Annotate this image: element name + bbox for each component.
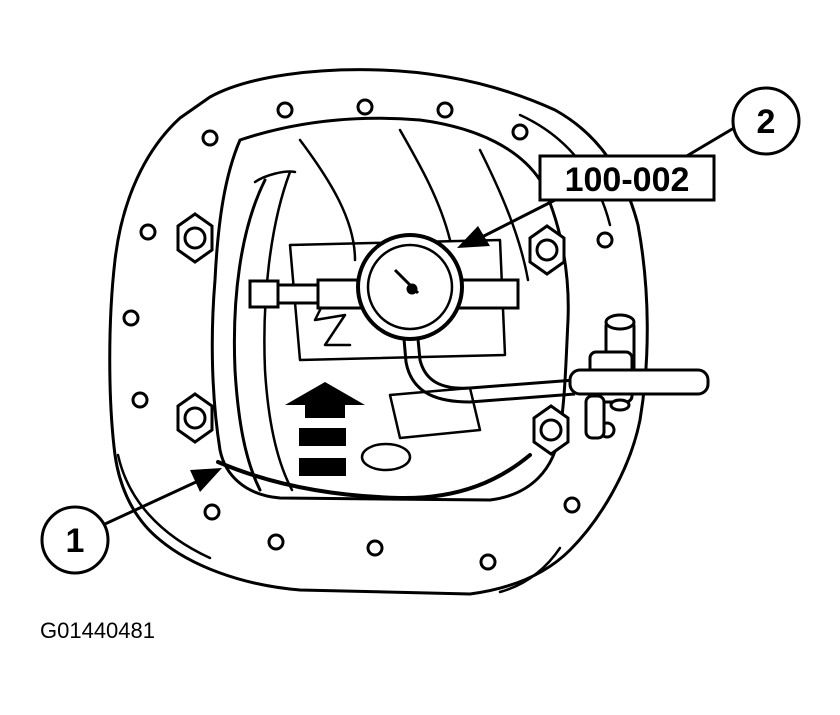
bolt-hole <box>356 98 374 116</box>
callout-1-leader <box>104 480 197 526</box>
bolt-hole <box>201 129 219 147</box>
tool-label-arrowhead <box>457 226 490 248</box>
case-lower-pocket <box>388 386 482 440</box>
plunger-stem <box>276 283 320 305</box>
bolt-hole <box>511 123 529 141</box>
bolt-hole <box>366 539 384 557</box>
bolt-hole <box>436 101 454 119</box>
flange-edge-lower-left <box>116 453 212 560</box>
hex-bolt-upper-right <box>528 224 566 276</box>
bolt-hole <box>267 533 285 551</box>
hex-bolt-lower-right <box>532 404 570 456</box>
bolt-hole <box>131 391 149 409</box>
flange-edge-lower-right <box>498 546 562 594</box>
mark-bar-2 <box>299 458 346 476</box>
indicator-clamp <box>568 313 710 440</box>
callout-2-circle <box>731 86 801 156</box>
direction-marker <box>285 382 365 476</box>
tool-label-leader <box>479 198 556 240</box>
ring-gear-arc-outer <box>232 178 267 492</box>
contact-arm-wire <box>216 453 532 501</box>
ring-gear-arc-face <box>253 170 297 184</box>
figure-id: G01440481 <box>40 618 155 643</box>
callout-1-circle <box>40 505 110 575</box>
dial-indicator <box>248 233 576 404</box>
case-contour-top <box>298 138 357 262</box>
hex-bolt-lower-left <box>176 392 214 444</box>
clamp-rod <box>568 368 710 396</box>
dial-stem-inner <box>402 338 576 404</box>
dial-center <box>406 283 418 295</box>
tool-label-text: 100-002 <box>565 161 690 199</box>
callout-2: 2 100-002 <box>457 86 801 248</box>
callout-1: 1 <box>40 468 222 575</box>
ring-gear-arc-inner <box>263 170 294 492</box>
bolt-hole <box>563 496 581 514</box>
hex-bolt-upper-left <box>176 212 214 264</box>
drain-oval <box>360 442 412 472</box>
bolt-hole <box>203 503 221 521</box>
case-contour-right <box>478 148 530 282</box>
callout-1-number: 1 <box>66 522 85 560</box>
tool-label-box <box>538 154 716 202</box>
mark-bar-1 <box>299 428 346 446</box>
case-contour-mid <box>398 128 452 242</box>
cover-flange-outline <box>108 68 649 596</box>
bolt-hole <box>276 101 294 119</box>
dial-stem <box>416 338 576 390</box>
bolt-hole <box>479 553 497 571</box>
plunger-tip <box>248 279 280 309</box>
bolt-hole <box>139 223 157 241</box>
up-arrow <box>285 382 365 418</box>
callout-2-number: 2 <box>757 103 776 141</box>
callout-1-arrowhead <box>190 468 222 492</box>
clamp-lower <box>584 394 606 440</box>
bolt-hole <box>122 309 140 327</box>
bolt-hole <box>596 231 614 249</box>
